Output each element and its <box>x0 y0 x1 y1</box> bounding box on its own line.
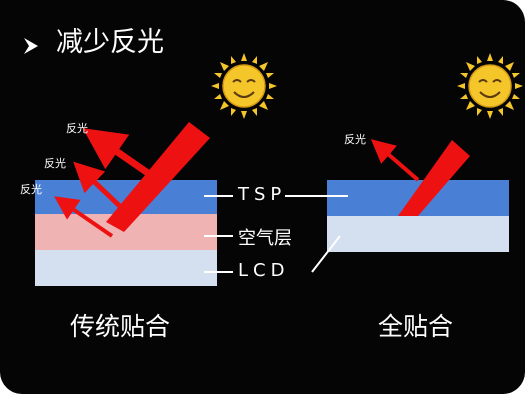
right-lcd-layer <box>327 216 509 252</box>
left-lcd-layer <box>35 250 217 286</box>
caption-full-lamination: 全贴合 <box>378 312 454 341</box>
sun-icon <box>211 53 277 119</box>
reflection-ray-3 <box>54 196 114 238</box>
bullet-arrow-icon <box>24 38 38 54</box>
tsp-label: TSP <box>238 184 287 205</box>
right-reflection-ray <box>370 139 420 182</box>
reflection-label-2: 反光 <box>44 157 66 170</box>
sun-icon <box>457 53 523 119</box>
caption-traditional: 传统贴合 <box>70 312 171 341</box>
reflection-ray-1 <box>82 128 160 183</box>
left-reflection-rays <box>54 128 160 238</box>
right-incident-light-beam <box>398 140 470 216</box>
reflection-label-right: 反光 <box>344 133 366 146</box>
reflection-label-1: 反光 <box>66 122 88 135</box>
slide-title: 减少反光 <box>56 27 164 58</box>
lcd-label: LCD <box>238 260 290 281</box>
reflection-label-3: 反光 <box>20 183 42 196</box>
reflection-ray-2 <box>73 161 130 216</box>
air-gap-label: 空气层 <box>238 228 292 249</box>
layer-pointer-lines <box>204 195 348 273</box>
